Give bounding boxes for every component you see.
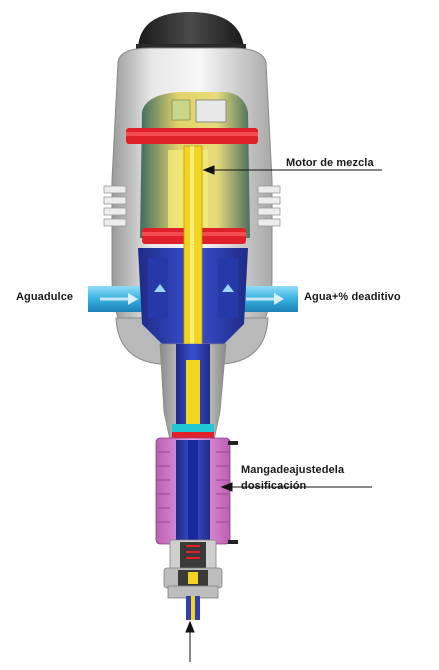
- outlet-label: Agua+% deaditivo: [304, 291, 401, 303]
- housing-fins: [103, 185, 281, 227]
- motor-label: Motor de mezcla: [286, 157, 374, 169]
- flow-pipes: [88, 286, 298, 312]
- callout-lines: [185, 165, 382, 662]
- side-screws: [228, 441, 238, 544]
- stem-body: [159, 343, 227, 444]
- adjustment-sleeve: [155, 437, 231, 545]
- sleeve-label: Mangadeajustedela dosificación: [241, 464, 345, 492]
- top-cap: [136, 12, 246, 52]
- inlet-label: Aguadulce: [16, 291, 74, 303]
- suction-valve: [163, 539, 223, 620]
